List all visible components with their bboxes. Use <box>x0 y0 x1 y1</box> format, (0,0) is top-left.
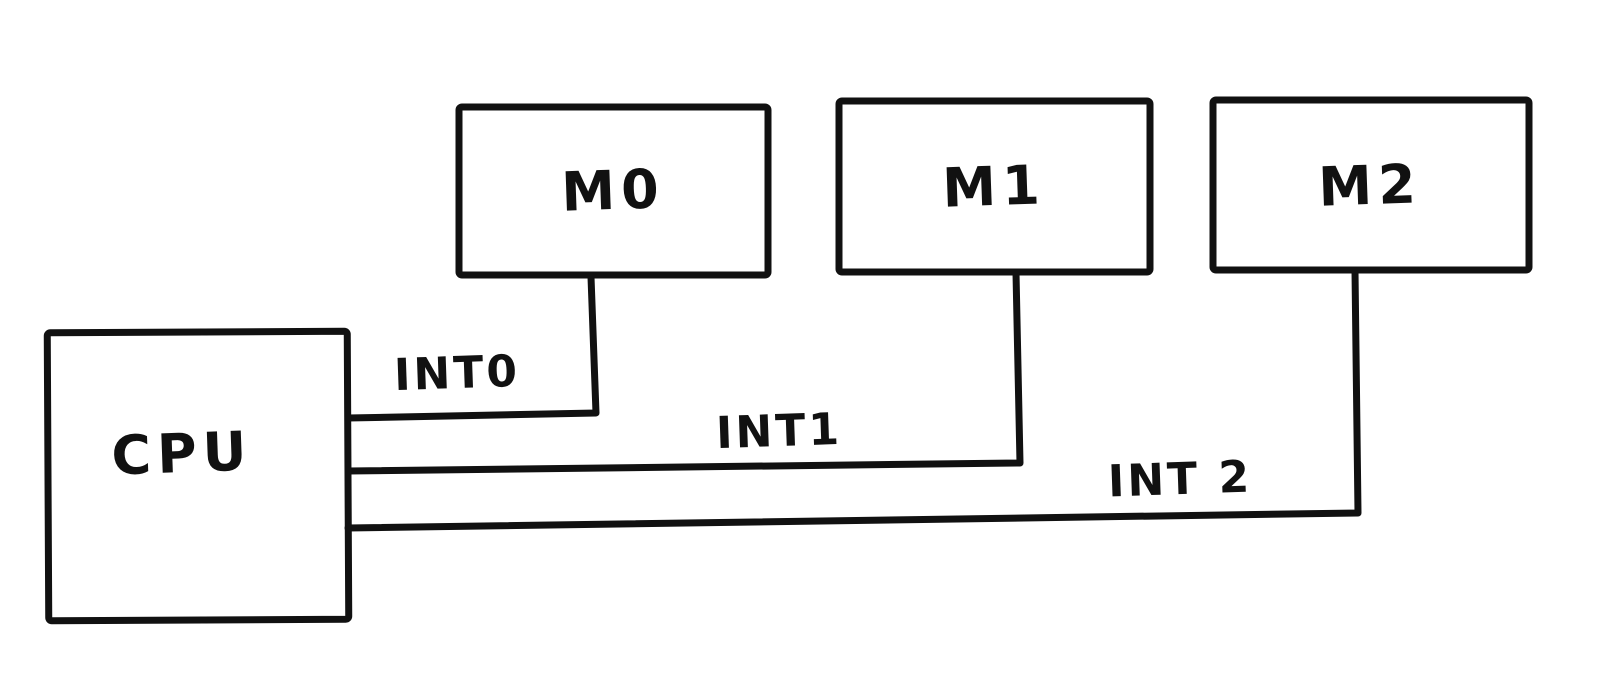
module-box-m2: M2 <box>1209 96 1533 274</box>
m2-label: M2 <box>1317 152 1422 219</box>
cpu-box-outline <box>43 327 353 625</box>
int0-wire-label: INT0 <box>393 346 521 401</box>
module-box-m1: M1 <box>835 97 1154 276</box>
cpu-box: CPU <box>43 327 353 625</box>
m0-label: M0 <box>560 157 665 224</box>
int2-wire <box>344 267 1362 532</box>
m0-box-outline <box>455 103 772 279</box>
m1-box-outline <box>835 97 1154 276</box>
int1-wire <box>344 269 1024 475</box>
int0-wire <box>344 273 600 422</box>
int2-wire-label: INT 2 <box>1107 451 1253 507</box>
module-box-m0: M0 <box>455 103 772 279</box>
cpu-label: CPU <box>110 420 253 488</box>
int1-wire-label: INT1 <box>715 404 843 459</box>
m1-label: M1 <box>941 153 1046 220</box>
m2-box-outline <box>1209 96 1533 274</box>
